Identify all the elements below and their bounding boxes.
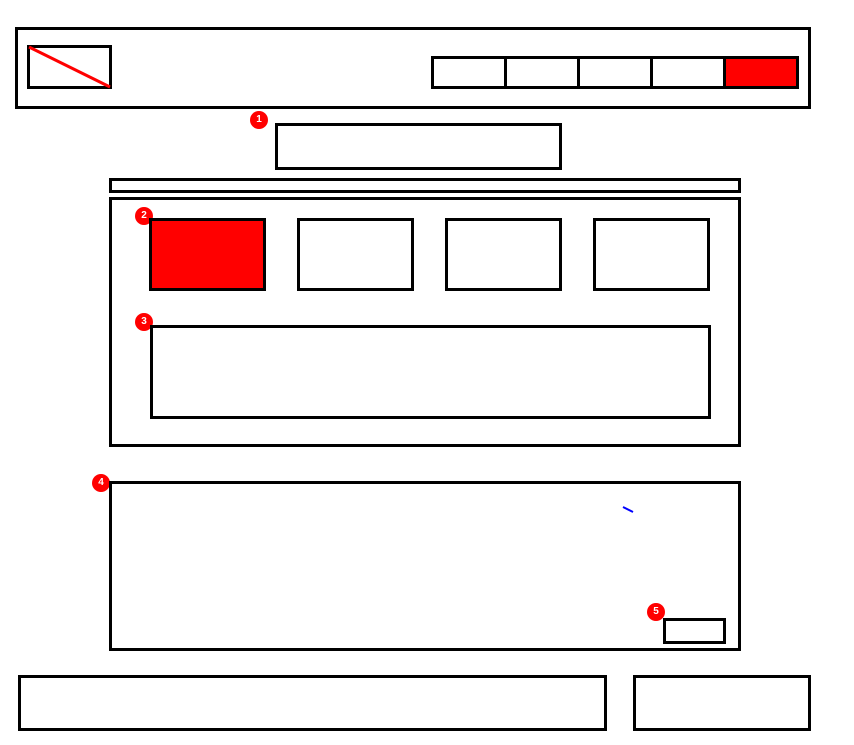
- nav-item-3[interactable]: [577, 56, 653, 89]
- feature-card-1-active[interactable]: [149, 218, 266, 291]
- footer-main: [18, 675, 607, 731]
- feature-card-2[interactable]: [297, 218, 414, 291]
- nav-item-4[interactable]: [650, 56, 726, 89]
- divider-bar: [109, 178, 741, 193]
- lower-panel: [109, 481, 741, 651]
- annotation-marker-1: 1: [250, 111, 268, 129]
- detail-box: [150, 325, 711, 419]
- title-box: [275, 123, 562, 170]
- nav-item-1[interactable]: [431, 56, 507, 89]
- action-button[interactable]: [663, 618, 726, 644]
- footer-side: [633, 675, 811, 731]
- nav-item-2[interactable]: [504, 56, 580, 89]
- annotation-marker-5: 5: [647, 603, 665, 621]
- feature-card-4[interactable]: [593, 218, 710, 291]
- annotation-marker-4: 4: [92, 474, 110, 492]
- logo-placeholder[interactable]: [27, 45, 112, 89]
- top-navigation: [431, 56, 799, 89]
- annotation-marker-3: 3: [135, 313, 153, 331]
- feature-card-3[interactable]: [445, 218, 562, 291]
- annotation-marker-2: 2: [135, 207, 153, 225]
- nav-item-5-active[interactable]: [723, 56, 799, 89]
